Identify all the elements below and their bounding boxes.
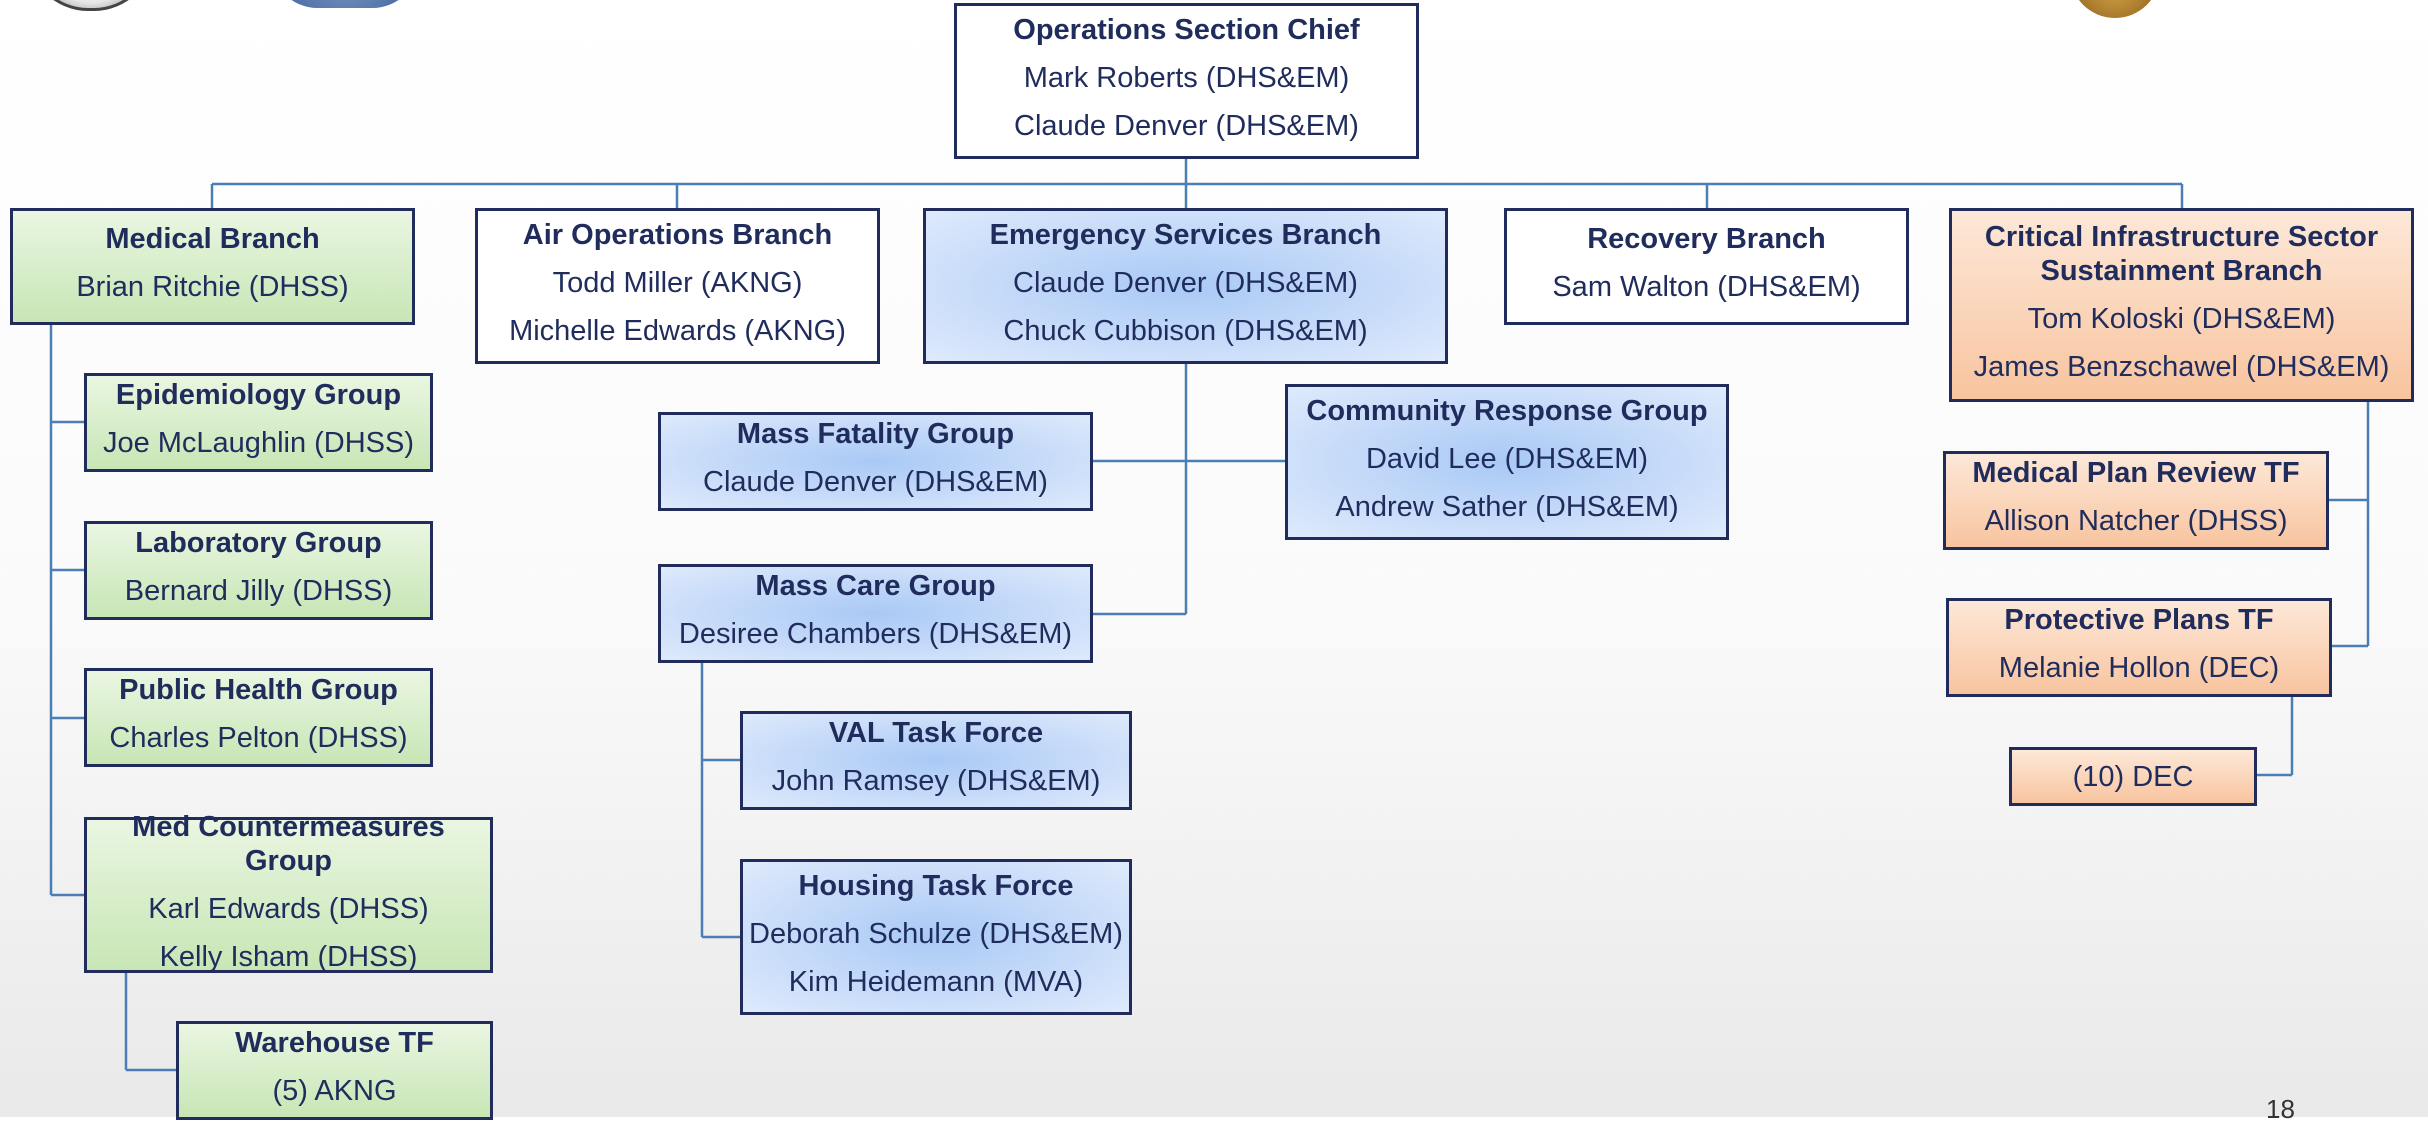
medical-branch-box: Medical Branch Brian Ritchie (DHSS) — [10, 208, 415, 325]
member-name: Melanie Hollon (DEC) — [1998, 652, 2280, 684]
box-title: Mass Care Group — [755, 570, 996, 602]
member-name: James Benzschawel (DHS&EM) — [1973, 350, 2390, 383]
agency-logo — [270, 0, 420, 8]
member-name: Allison Natcher (DHSS) — [1984, 505, 2288, 537]
member-name: John Ramsey (DHS&EM) — [771, 765, 1101, 797]
box-title: Air Operations Branch — [522, 218, 833, 251]
member-name: Mark Roberts (DHS&EM) — [1023, 61, 1350, 94]
member-name: Claude Denver (DHS&EM) — [1014, 109, 1359, 142]
box-title: Medical Plan Review TF — [1972, 457, 2300, 489]
member-name: Charles Pelton (DHSS) — [109, 722, 408, 754]
member-name: David Lee (DHS&EM) — [1365, 442, 1649, 475]
emergency-services-branch-box: Emergency Services Branch Claude Denver … — [923, 208, 1448, 364]
member-name: Sam Walton (DHS&EM) — [1552, 271, 1861, 303]
member-name: Tom Koloski (DHS&EM) — [2027, 302, 2336, 335]
member-name: Joe McLaughlin (DHSS) — [102, 427, 415, 459]
box-title: Laboratory Group — [135, 527, 382, 559]
member-name: Bernard Jilly (DHSS) — [124, 575, 393, 607]
box-title: VAL Task Force — [828, 717, 1044, 749]
box-title: Protective Plans TF — [2004, 604, 2274, 636]
box-title: Housing Task Force — [798, 869, 1074, 902]
mass-fatality-group-box: Mass Fatality Group Claude Denver (DHS&E… — [658, 412, 1093, 511]
box-title-line-1: Critical Infrastructure Sector — [1984, 220, 2379, 253]
box-title: Medical Branch — [105, 223, 320, 255]
operations-section-chief-box: Operations Section Chief Mark Roberts (D… — [954, 3, 1419, 159]
epidemiology-group-box: Epidemiology Group Joe McLaughlin (DHSS) — [84, 373, 433, 472]
protective-plans-tf-box: Protective Plans TF Melanie Hollon (DEC) — [1946, 598, 2332, 697]
box-title: Operations Section Chief — [1013, 13, 1360, 46]
member-name: Chuck Cubbison (DHS&EM) — [1003, 314, 1368, 347]
box-title: Warehouse TF — [235, 1027, 434, 1059]
member-name: Claude Denver (DHS&EM) — [1013, 266, 1358, 299]
member-name: Desiree Chambers (DHS&EM) — [678, 618, 1073, 650]
critical-infrastructure-branch-box: Critical Infrastructure Sector Sustainme… — [1949, 208, 2414, 402]
housing-task-force-box: Housing Task Force Deborah Schulze (DHS&… — [740, 859, 1132, 1015]
public-health-group-box: Public Health Group Charles Pelton (DHSS… — [84, 668, 433, 767]
member-name: Karl Edwards (DHSS) — [148, 892, 429, 925]
box-title-line-2: Sustainment Branch — [2040, 254, 2323, 287]
box-title: Emergency Services Branch — [989, 218, 1382, 251]
member-name: Kelly Isham (DHSS) — [159, 940, 418, 973]
box-title: Community Response Group — [1306, 394, 1708, 427]
community-response-group-box: Community Response Group David Lee (DHS&… — [1285, 384, 1729, 540]
page-number: 18 — [2266, 1094, 2295, 1124]
mass-care-group-box: Mass Care Group Desiree Chambers (DHS&EM… — [658, 564, 1093, 663]
dec-resources-box: (10) DEC — [2009, 747, 2257, 806]
member-name: Kim Heidemann (MVA) — [788, 965, 1084, 998]
box-title: Med Countermeasures Group — [132, 810, 445, 877]
med-countermeasures-group-box: Med Countermeasures Group Karl Edwards (… — [84, 811, 493, 973]
box-title: Epidemiology Group — [115, 379, 402, 411]
medical-plan-review-tf-box: Medical Plan Review TF Allison Natcher (… — [1943, 451, 2329, 550]
member-name: Claude Denver (DHS&EM) — [703, 466, 1048, 498]
recovery-branch-box: Recovery Branch Sam Walton (DHS&EM) — [1504, 208, 1909, 325]
box-title: Recovery Branch — [1587, 223, 1826, 255]
box-title: Mass Fatality Group — [736, 418, 1015, 450]
box-title: Public Health Group — [119, 674, 398, 706]
member-name: (10) DEC — [2072, 760, 2194, 793]
member-name: Andrew Sather (DHS&EM) — [1335, 490, 1679, 523]
member-name: (5) AKNG — [272, 1075, 397, 1107]
member-name: Michelle Edwards (AKNG) — [509, 314, 846, 347]
air-operations-branch-box: Air Operations Branch Todd Miller (AKNG)… — [475, 208, 880, 364]
member-name: Deborah Schulze (DHS&EM) — [749, 917, 1123, 950]
laboratory-group-box: Laboratory Group Bernard Jilly (DHSS) — [84, 521, 433, 620]
member-name: Brian Ritchie (DHSS) — [76, 271, 349, 303]
member-name: Todd Miller (AKNG) — [552, 266, 803, 299]
warehouse-tf-box: Warehouse TF (5) AKNG — [176, 1021, 493, 1120]
val-task-force-box: VAL Task Force John Ramsey (DHS&EM) — [740, 711, 1132, 810]
